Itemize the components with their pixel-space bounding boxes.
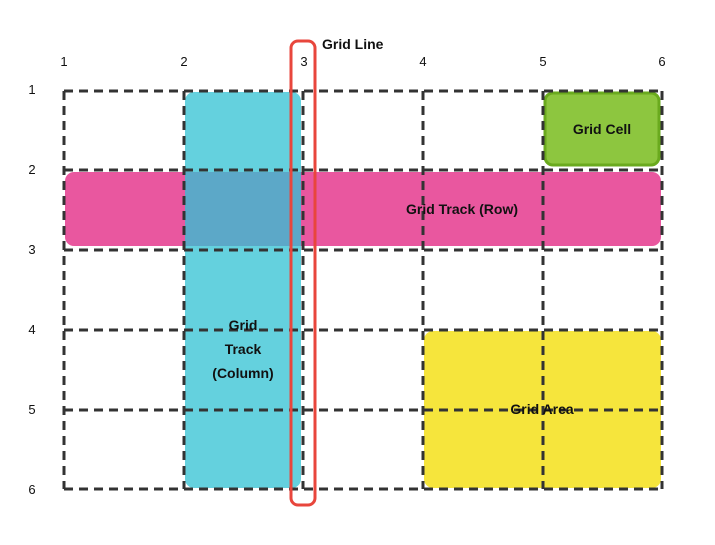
grid-track-column-label: Grid <box>229 317 258 333</box>
row-number: 6 <box>28 482 35 497</box>
track-overlap-block <box>185 172 301 246</box>
grid-track-row-label: Grid Track (Row) <box>406 201 518 217</box>
column-number: 3 <box>300 54 307 69</box>
column-number: 4 <box>419 54 426 69</box>
grid-track-column-block <box>185 92 301 488</box>
grid-line-label: Grid Line <box>322 36 384 52</box>
column-number: 1 <box>60 54 67 69</box>
column-number: 6 <box>658 54 665 69</box>
grid-track-row-block <box>65 172 661 246</box>
row-number: 1 <box>28 82 35 97</box>
grid-track-column-label: Track <box>225 341 262 357</box>
row-number: 2 <box>28 162 35 177</box>
row-number: 4 <box>28 322 35 337</box>
column-number: 2 <box>180 54 187 69</box>
grid-line-highlight <box>289 39 317 507</box>
grid-lines <box>62 89 664 491</box>
grid-cell-label: Grid Cell <box>573 121 631 137</box>
row-number: 3 <box>28 242 35 257</box>
column-number: 5 <box>539 54 546 69</box>
grid-area-label: Grid Area <box>510 401 573 417</box>
row-number: 5 <box>28 402 35 417</box>
grid-cell-block <box>543 91 661 167</box>
grid-track-column-label: (Column) <box>212 365 273 381</box>
